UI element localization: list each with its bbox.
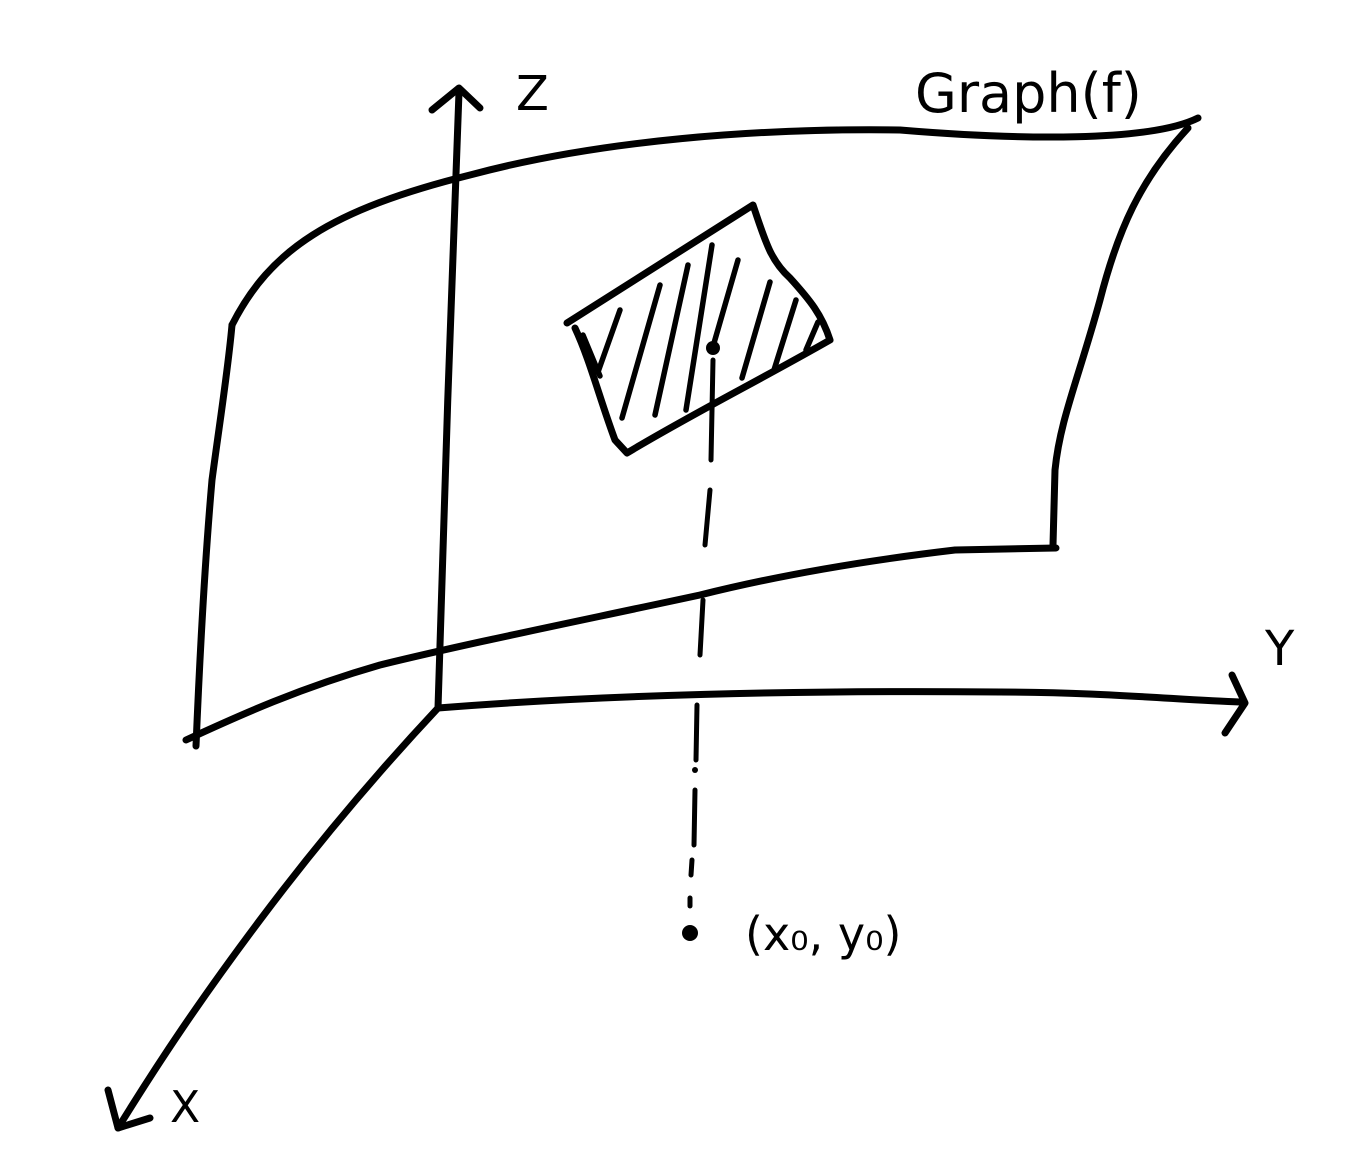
x-axis-arrowhead bbox=[104, 1086, 154, 1132]
z-axis-arrowhead bbox=[428, 84, 484, 114]
projection-dash bbox=[688, 857, 695, 878]
projection-dash bbox=[708, 357, 716, 463]
projection-dash bbox=[691, 787, 698, 848]
y-axis-arrowhead bbox=[1221, 671, 1249, 737]
projection-dash bbox=[693, 702, 700, 763]
projection-line bbox=[682, 357, 716, 941]
patch-outline bbox=[563, 201, 834, 457]
hatch-line bbox=[595, 307, 623, 375]
axes bbox=[104, 84, 1249, 1132]
surface-label: Graph(f) bbox=[915, 62, 1142, 125]
z-axis bbox=[434, 88, 463, 712]
hatch-line bbox=[683, 242, 715, 413]
surface-left-edge bbox=[192, 321, 236, 750]
y-axis bbox=[434, 688, 1244, 712]
surface-point bbox=[706, 341, 720, 355]
x-axis-label: X bbox=[170, 1082, 200, 1133]
hatch-line bbox=[619, 282, 663, 421]
hatched-patch bbox=[563, 201, 834, 457]
hatch-line bbox=[652, 262, 691, 418]
hatch-line bbox=[709, 257, 741, 353]
surface-top-edge bbox=[228, 114, 1202, 329]
projection-dot bbox=[692, 767, 698, 773]
hatch-line bbox=[739, 279, 773, 381]
projection-dash bbox=[697, 597, 706, 658]
y-axis-label: Y bbox=[1264, 621, 1295, 677]
point-label: (x₀, y₀) bbox=[745, 907, 901, 961]
hatch-line bbox=[803, 319, 821, 353]
surface-sheet bbox=[182, 114, 1202, 750]
hatch-line bbox=[771, 297, 799, 373]
projection-dash bbox=[702, 487, 713, 548]
surface-bottom-edge bbox=[182, 544, 1060, 744]
x-axis bbox=[114, 704, 442, 1132]
domain-point bbox=[682, 925, 698, 941]
surface-right-edge bbox=[1049, 124, 1192, 549]
z-axis-label: Z bbox=[516, 66, 549, 122]
